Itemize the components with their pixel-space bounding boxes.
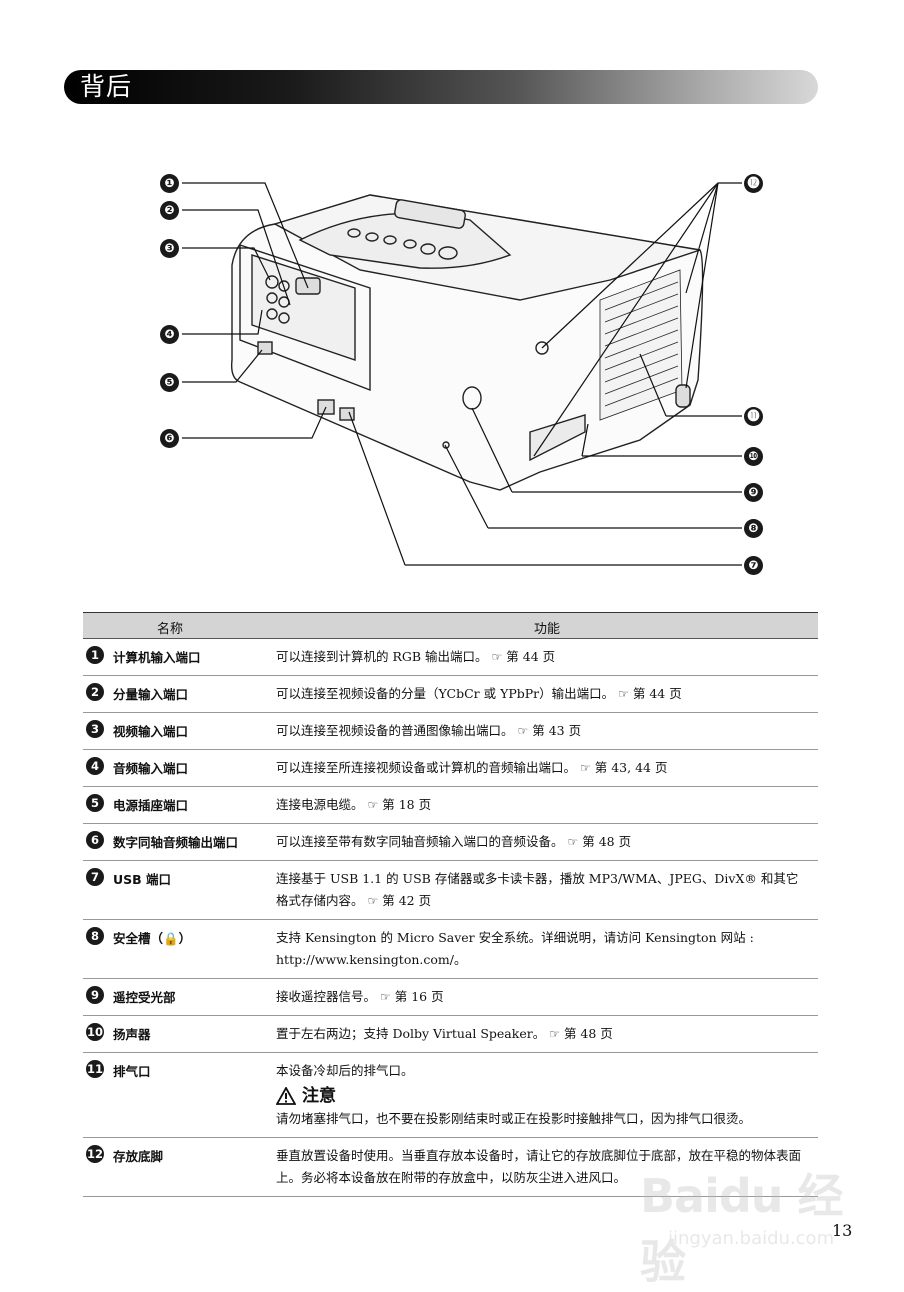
page-ref-icon: ☞ [367,798,379,812]
table-row: 4 音频输入端口 可以连接至所连接视频设备或计算机的音频输出端口。 ☞ 第 43… [83,750,818,787]
page-ref-icon: ☞ [549,1027,560,1041]
callout-5: ❺ [160,373,179,392]
header-name: 名称 [157,622,184,637]
table-row: 1 计算机输入端口 可以连接到计算机的 RGB 输出端口。 ☞ 第 44 页 [83,639,818,676]
callout-12: ⓬ [744,174,763,193]
row-function: 接收遥控器信号。 ☞ 第 16 页 [276,989,444,1004]
warning-icon [276,1087,296,1105]
section-header-bar [64,70,818,104]
table-row: 9 遥控受光部 接收遥控器信号。 ☞ 第 16 页 [83,979,818,1016]
row-number: 12 [86,1145,104,1163]
callout-8: ❽ [744,519,763,538]
callout-4: ❹ [160,325,179,344]
row-number: 10 [86,1023,104,1041]
row-number: 9 [86,986,104,1004]
row-name: 存放底脚 [113,1149,164,1164]
row-number: 5 [86,794,104,812]
callout-9: ❾ [744,483,763,502]
page-number: 13 [832,1221,853,1240]
watermark-logo: Baidu 经验 [640,1169,844,1289]
row-name: 音频输入端口 [113,761,189,776]
callout-11: ⓫ [744,407,763,426]
page-ref-icon: ☞ [367,894,379,908]
caution-text: 请勿堵塞排气口，也不要在投影刚结束时或正在投影时接触排气口，因为排气口很烫。 [276,1111,752,1126]
row-function: 连接电源电缆。 ☞ 第 18 页 [276,797,432,812]
projector-illustration [182,182,742,566]
page-ref-icon: ☞ [580,761,591,775]
row-name: USB 端口 [113,872,172,887]
row-function: 可以连接至视频设备的分量（YCbCr 或 YPbPr）输出端口。 ☞ 第 44 … [276,686,682,701]
table-row: 10 扬声器 置于左右两边；支持 Dolby Virtual Speaker。 … [83,1016,818,1053]
row-name: 电源插座端口 [113,798,189,813]
table-row: 6 数字同轴音频输出端口 可以连接至带有数字同轴音频输入端口的音频设备。 ☞ 第… [83,824,818,861]
watermark: Baidu 经验 jingyan.baidu.com [640,1140,850,1289]
row-number: 11 [86,1060,104,1078]
row-name: 遥控受光部 [113,990,176,1005]
projector-rear-diagram: ❶ ❷ ❸ ❹ ❺ ❻ ❼ ❽ ❾ ❿ ⓫ ⓬ [0,160,904,580]
table-row: 12 存放底脚 垂直放置设备时使用。当垂直存放本设备时，请让它的存放底脚位于底部… [83,1138,818,1197]
table-row: 11 排气口 本设备冷却后的排气口。 注意 请勿堵塞排气口，也不要在投影刚结束时… [83,1053,818,1138]
row-number: 4 [86,757,104,775]
caution-title: 注意 [302,1086,336,1106]
row-function: 可以连接至所连接视频设备或计算机的音频输出端口。 ☞ 第 43, 44 页 [276,760,668,775]
row-name: 数字同轴音频输出端口 [113,835,239,850]
callout-7: ❼ [744,556,763,575]
table-row: 7 USB 端口 连接基于 USB 1.1 的 USB 存储器或多卡读卡器，播放… [83,861,818,920]
row-function: 本设备冷却后的排气口。 注意 请勿堵塞排气口，也不要在投影刚结束时或正在投影时接… [276,1053,818,1137]
row-function: 可以连接至视频设备的普通图像输出端口。 ☞ 第 43 页 [276,723,582,738]
row-number: 8 [86,927,104,945]
row-number: 2 [86,683,104,701]
callout-2: ❷ [160,201,179,220]
table-row: 3 视频输入端口 可以连接至视频设备的普通图像输出端口。 ☞ 第 43 页 [83,713,818,750]
row-function: 可以连接至带有数字同轴音频输入端口的音频设备。 ☞ 第 48 页 [276,834,632,849]
row-number: 1 [86,646,104,664]
row-function: 可以连接到计算机的 RGB 输出端口。 ☞ 第 44 页 [276,649,556,664]
row-name: 视频输入端口 [113,724,189,739]
section-title: 背后 [80,72,133,101]
page-ref-icon: ☞ [618,687,629,701]
callout-3: ❸ [160,239,179,258]
row-name: 安全槽（🔒） [113,931,192,946]
row-number: 3 [86,720,104,738]
page-ref-icon: ☞ [567,835,579,849]
row-name: 排气口 [113,1064,151,1079]
callout-1: ❶ [160,174,179,193]
table-row: 5 电源插座端口 连接电源电缆。 ☞ 第 18 页 [83,787,818,824]
header-function: 功能 [534,622,561,637]
watermark-url: jingyan.baidu.com [668,1228,835,1249]
page-ref-icon: ☞ [491,650,503,664]
row-function: 置于左右两边；支持 Dolby Virtual Speaker。 ☞ 第 48 … [276,1026,613,1041]
callout-10: ❿ [744,447,763,466]
callout-6: ❻ [160,429,179,448]
page-ref-icon: ☞ [517,724,529,738]
row-name: 计算机输入端口 [113,650,201,665]
row-name: 分量输入端口 [113,687,189,702]
row-number: 6 [86,831,104,849]
page-ref-icon: ☞ [380,990,391,1004]
ports-table: 名称 功能 1 计算机输入端口 可以连接到计算机的 RGB 输出端口。 ☞ 第 … [83,612,818,1197]
caution-heading: 注意 [276,1084,808,1108]
row-function: 垂直放置设备时使用。当垂直存放本设备时，请让它的存放底脚位于底部，放在平稳的物体… [276,1148,802,1185]
table-header: 名称 功能 [83,612,818,639]
table-row: 2 分量输入端口 可以连接至视频设备的分量（YCbCr 或 YPbPr）输出端口… [83,676,818,713]
row-function: 连接基于 USB 1.1 的 USB 存储器或多卡读卡器，播放 MP3/WMA、… [276,871,799,908]
row-name: 扬声器 [113,1027,151,1042]
table-row: 8 安全槽（🔒） 支持 Kensington 的 Micro Saver 安全系… [83,920,818,979]
row-function: 支持 Kensington 的 Micro Saver 安全系统。详细说明，请访… [276,930,754,967]
row-number: 7 [86,868,104,886]
